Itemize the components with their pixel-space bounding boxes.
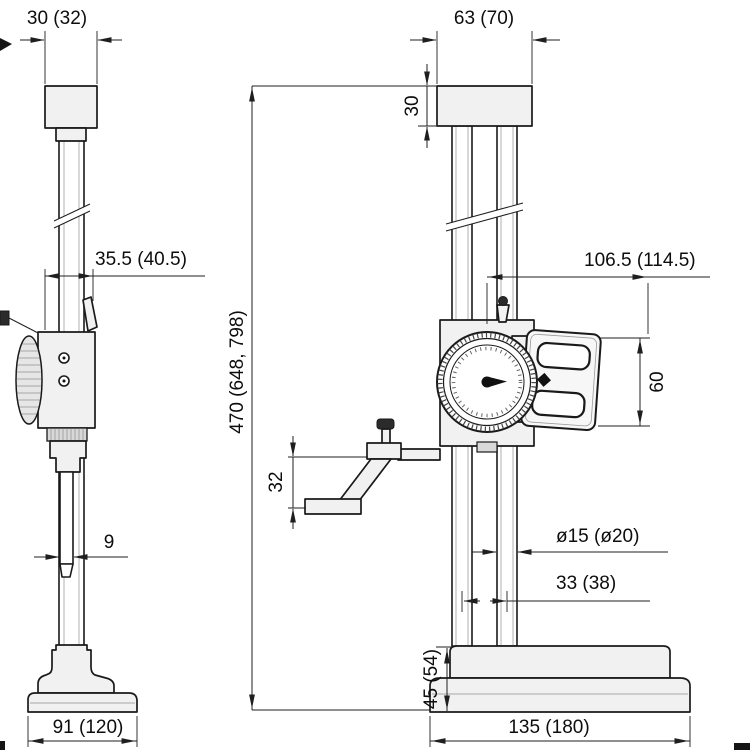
cap-neck-side	[55, 127, 87, 142]
side-view	[0, 85, 138, 713]
scan-artifacts	[0, 38, 750, 750]
dim-column-diameter: ø15 (ø20)	[472, 526, 668, 555]
base-slab-side	[27, 692, 138, 713]
display-window-top	[536, 341, 591, 371]
base-slab-front	[429, 677, 691, 713]
break-mark-front	[445, 202, 524, 232]
dim-base-width-side: 91 (120)	[27, 716, 138, 747]
display-window-bottom	[531, 389, 586, 419]
dim-cap-height: 30	[402, 64, 451, 148]
dim-label-scriber-thickness: 9	[104, 532, 115, 553]
dim-overall-height: 470 (648, 798)	[227, 85, 437, 711]
base-step-front	[449, 645, 671, 679]
scriber-bar	[59, 471, 74, 565]
dim-label-column-diameter: ø15 (ø20)	[556, 526, 639, 547]
dim-label-top-width-side: 30 (32)	[27, 8, 87, 29]
dim-base-height: 45 (54)	[421, 646, 454, 711]
feed-rod-end	[0, 310, 10, 326]
nut-knurling	[50, 429, 84, 440]
dim-label-base-width-side: 91 (120)	[53, 717, 124, 738]
top-cap-side	[44, 85, 98, 129]
crank-foot	[304, 498, 362, 515]
dim-crank-drop: 32	[266, 436, 368, 529]
bezel-knurl-ring	[437, 332, 537, 432]
dial-indicator	[436, 331, 538, 433]
dial-graduations	[451, 346, 523, 418]
dim-label-max-reach: 106.5 (114.5)	[584, 250, 696, 271]
base-molding-side	[37, 644, 115, 694]
dim-column-spacing: 33 (38)	[461, 573, 650, 612]
dim-label-column-spacing: 33 (38)	[556, 573, 616, 594]
dim-label-base-height: 45 (54)	[421, 649, 442, 709]
dim-max-reach: 106.5 (114.5)	[486, 250, 710, 334]
clamp-lever-tip	[498, 296, 508, 306]
dial-hand	[489, 377, 507, 387]
break-mark-side	[53, 203, 91, 229]
dial-hub	[481, 376, 493, 388]
clamp-lever-side	[82, 296, 98, 332]
fine-adjust-nut	[476, 441, 498, 453]
front-view	[304, 85, 691, 713]
scriber-clamp-side	[49, 440, 87, 473]
dim-label-cap-height: 30	[402, 95, 423, 116]
dim-label-top-width-front: 63 (70)	[454, 8, 514, 29]
scriber-tip	[59, 563, 74, 578]
pointer-diamond-icon	[536, 372, 551, 387]
top-cap-front	[436, 85, 533, 127]
dim-label-slider-depth: 35.5 (40.5)	[95, 249, 187, 270]
crank-knob	[376, 418, 395, 430]
cropped-arrow-mark	[0, 38, 12, 51]
dim-top-width-front: 63 (70)	[410, 8, 560, 84]
dim-display-height: 60	[598, 337, 668, 427]
dim-label-overall-height: 470 (648, 798)	[227, 310, 248, 434]
dimensions: 30 (32) 35.5 (40.5) 9 91 (120)	[20, 8, 710, 747]
dim-base-width-front: 135 (180)	[429, 716, 691, 747]
dim-label-base-width-front: 135 (180)	[508, 717, 589, 738]
dim-scriber-thickness: 9	[34, 532, 128, 560]
dim-label-display-height: 60	[647, 371, 668, 392]
crank-handle	[304, 418, 441, 515]
dial-bezel-edge	[15, 335, 43, 425]
dim-slider-depth: 35.5 (40.5)	[44, 249, 205, 330]
clamp-lever-front	[496, 304, 510, 323]
dim-top-width-side: 30 (32)	[20, 8, 122, 84]
dim-label-crank-drop: 32	[266, 471, 287, 492]
